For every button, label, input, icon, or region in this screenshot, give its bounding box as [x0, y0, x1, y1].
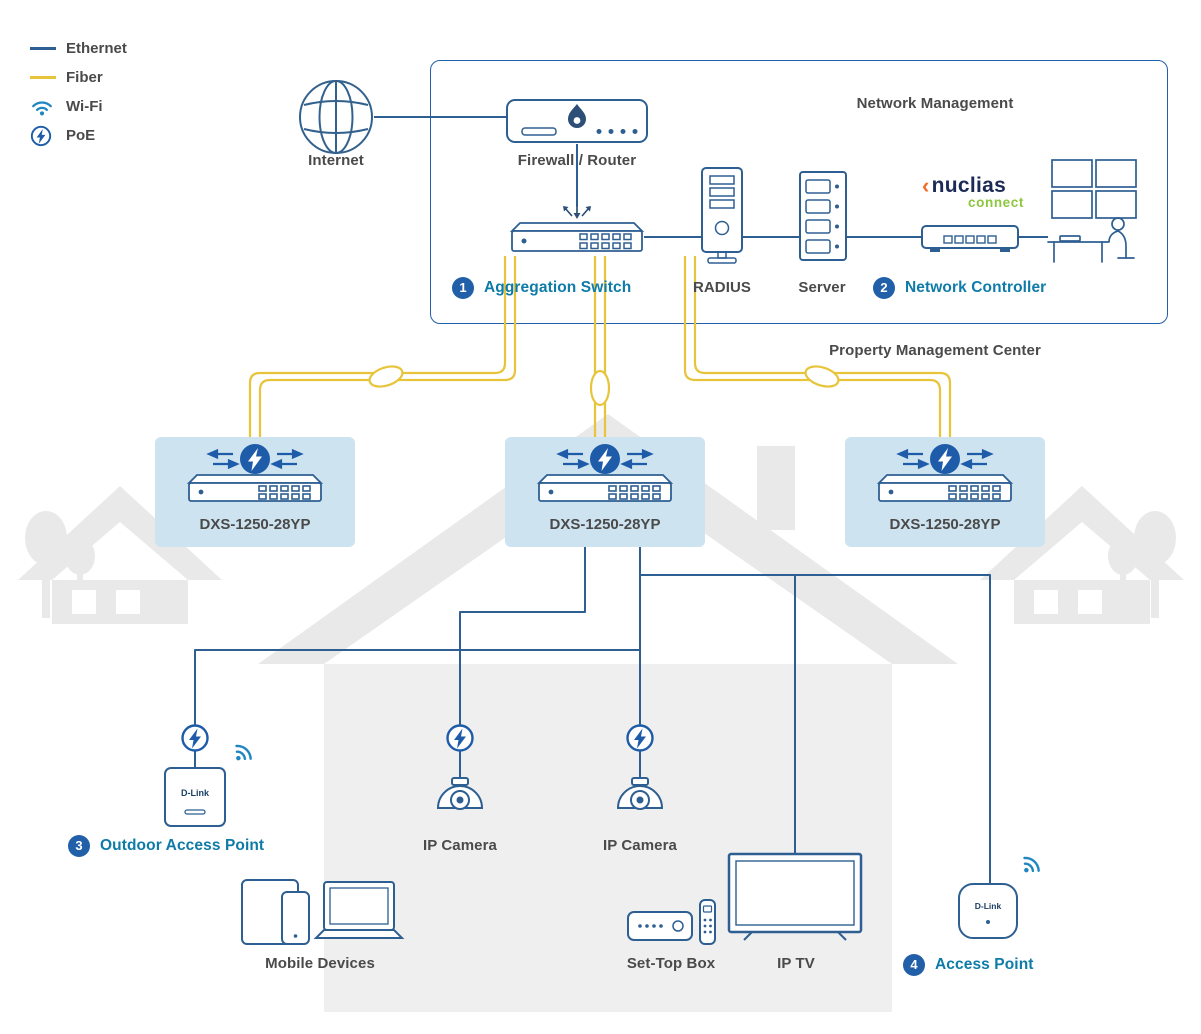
ip-camera-icon — [436, 777, 484, 810]
exchange-arrows-icon — [896, 448, 994, 470]
step-badge-3: 3 — [68, 835, 90, 857]
network-controller-icon — [921, 225, 1019, 252]
fiber-slack-loops — [368, 365, 840, 407]
step-badge-2: 2 — [873, 277, 895, 299]
left-house-window — [116, 590, 140, 614]
nuclias-chevron-icon: ‹ — [922, 173, 930, 198]
mobile-devices-label: Mobile Devices — [265, 955, 375, 972]
poe-switch-icon — [536, 444, 674, 502]
legend-item-fiber: Fiber — [30, 63, 127, 92]
ip-tv-icon — [727, 852, 863, 941]
nuclias-connect-word: connect — [968, 195, 1024, 210]
operator-workstation-icon — [1047, 159, 1137, 263]
firewall-router-label: Firewall / Router — [517, 152, 637, 169]
poe-icon — [626, 724, 654, 752]
left-house-window — [72, 590, 96, 614]
mobile-devices-icon — [241, 879, 405, 945]
wifi-icon — [1023, 856, 1040, 873]
big-house-body — [324, 664, 892, 1012]
server-label: Server — [798, 279, 846, 296]
outdoor-access-point-label: Outdoor Access Point — [100, 837, 265, 854]
property-management-center-label: Property Management Center — [829, 342, 1041, 359]
ip-camera-label: IP Camera — [422, 837, 497, 854]
exchange-arrows-icon — [206, 448, 304, 470]
wifi-icon — [30, 95, 66, 119]
firewall-router-icon — [506, 99, 648, 143]
poe-icon — [30, 125, 66, 147]
switch-model-label: DXS-1250-28YP — [889, 516, 1001, 533]
legend-item-wifi: Wi-Fi — [30, 92, 127, 121]
legend-label: Ethernet — [66, 40, 127, 57]
switch-model-label: DXS-1250-28YP — [199, 516, 311, 533]
nuclias-connect-logo: ‹ nuclias connect — [922, 174, 1024, 210]
server-icon — [799, 171, 847, 261]
legend: Ethernet Fiber Wi-Fi — [30, 34, 127, 150]
legend-label: PoE — [66, 127, 96, 144]
poe-icon — [181, 724, 209, 752]
ip-camera-icon — [616, 777, 664, 810]
right-house-window — [1034, 590, 1058, 614]
access-point-label: Access Point — [935, 956, 1034, 973]
nuclias-wordmark: nuclias — [931, 174, 1007, 197]
outdoor-access-point-icon: D-Link — [164, 767, 226, 827]
access-switch-box-left: DXS-1250-28YP — [155, 437, 355, 547]
switch-model-label: DXS-1250-28YP — [549, 516, 661, 533]
legend-item-ethernet: Ethernet — [30, 34, 127, 63]
radius-server-icon — [701, 167, 743, 264]
dlink-logo: D-Link — [975, 901, 1002, 911]
step-badge-4: 4 — [903, 954, 925, 976]
internet-label: Internet — [308, 152, 364, 169]
radius-label: RADIUS — [692, 279, 752, 296]
ethernet-lines — [194, 116, 1048, 886]
access-switch-box-right: DXS-1250-28YP — [845, 437, 1045, 547]
access-point-icon: D-Link — [958, 883, 1018, 939]
aggregation-switch-icon — [509, 205, 645, 252]
ip-camera-label: IP Camera — [602, 837, 677, 854]
access-switch-box-middle: DXS-1250-28YP — [505, 437, 705, 547]
ethernet-line-icon — [30, 47, 66, 50]
right-house-window — [1078, 590, 1102, 614]
fiber-line-icon — [30, 76, 66, 79]
legend-label: Fiber — [66, 69, 103, 86]
poe-switch-icon — [876, 444, 1014, 502]
step-badge-1: 1 — [452, 277, 474, 299]
poe-icon — [446, 724, 474, 752]
set-top-box-label: Set-Top Box — [626, 955, 716, 972]
set-top-box-icon — [627, 899, 716, 945]
dlink-logo: D-Link — [181, 788, 210, 798]
internet-globe-icon — [299, 80, 373, 154]
exchange-arrows-icon — [556, 448, 654, 470]
network-management-title: Network Management — [856, 95, 1014, 112]
poe-switch-icon — [186, 444, 324, 502]
legend-label: Wi-Fi — [66, 98, 103, 115]
flame-icon — [568, 104, 586, 129]
ip-tv-label: IP TV — [777, 955, 815, 972]
big-house-chimney — [757, 446, 795, 530]
aggregation-switch-label: Aggregation Switch — [484, 279, 632, 296]
network-controller-label: Network Controller — [905, 279, 1047, 296]
legend-item-poe: PoE — [30, 121, 127, 150]
wifi-icon — [235, 744, 252, 761]
